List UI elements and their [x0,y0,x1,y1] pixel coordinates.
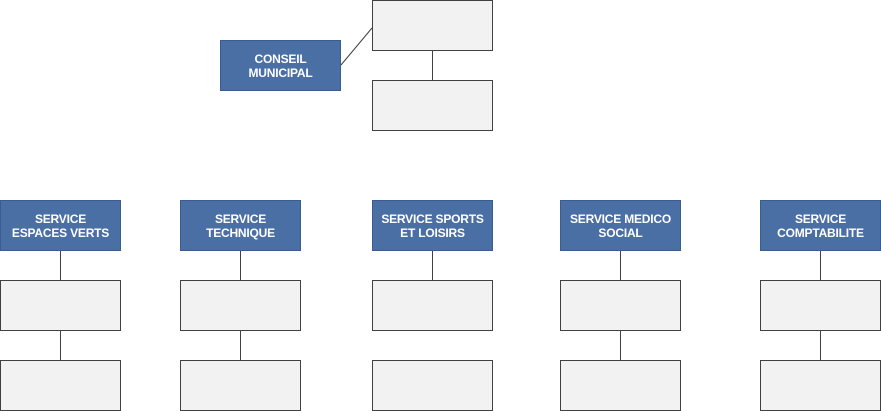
service-label-comptabilite: SERVICE COMPTABILITE [777,211,864,240]
service-connector [432,251,433,280]
service-empty-box [560,360,681,411]
service-empty-box [180,280,301,331]
service-box-comptabilite: SERVICE COMPTABILITE [760,200,881,251]
top-empty-box-1 [372,0,493,51]
service-empty-box [760,280,881,331]
service-empty-box [180,360,301,411]
service-connector [240,331,241,360]
top-connector-vertical [432,51,433,80]
service-box-medico-social: SERVICE MEDICO SOCIAL [560,200,681,251]
council-label: CONSEIL MUNICIPAL [248,51,313,80]
service-empty-box [760,360,881,411]
service-empty-box [0,280,121,331]
service-connector [620,331,621,360]
service-box-espaces-verts: SERVICE ESPACES VERTS [0,200,121,251]
service-label-sports-loisirs: SERVICE SPORTS ET LOISIRS [381,211,484,240]
service-empty-box [560,280,681,331]
service-connector [60,251,61,280]
service-box-sports-loisirs: SERVICE SPORTS ET LOISIRS [372,200,493,251]
service-connector [620,251,621,280]
service-empty-box [372,360,493,411]
service-box-technique: SERVICE TECHNIQUE [180,200,301,251]
service-empty-box [372,280,493,331]
service-label-medico-social: SERVICE MEDICO SOCIAL [570,211,671,240]
service-label-technique: SERVICE TECHNIQUE [206,211,275,240]
service-connector [820,251,821,280]
service-connector [240,251,241,280]
top-empty-box-2 [372,80,493,131]
service-connector [60,331,61,360]
council-box: CONSEIL MUNICIPAL [220,40,341,91]
service-empty-box [0,360,121,411]
service-connector [820,331,821,360]
service-label-espaces-verts: SERVICE ESPACES VERTS [11,211,110,240]
